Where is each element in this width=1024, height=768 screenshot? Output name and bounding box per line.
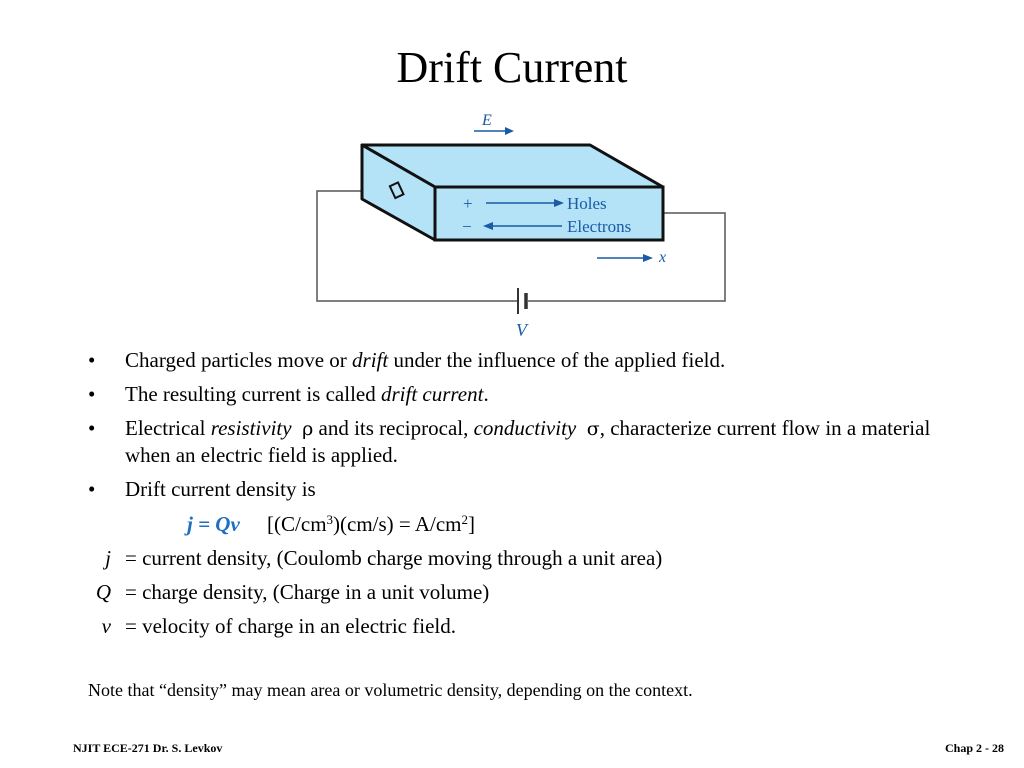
bullet-2-text: The resulting current is called drift cu… (125, 382, 489, 406)
bullet-marker: • (88, 477, 96, 501)
footer-course: NJIT ECE-271 Dr. S. Levkov (73, 741, 223, 755)
holes-label: Holes (567, 194, 607, 213)
holes-arrowhead-icon (554, 199, 564, 207)
bullet-1-text: Charged particles move or drift under th… (125, 348, 726, 372)
x-axis-label: x (658, 249, 666, 266)
circuit-wire-left (316, 190, 517, 302)
bar-front-face (433, 185, 665, 242)
electrons-arrowhead-icon (483, 222, 493, 230)
field-label: E (481, 112, 492, 129)
bullet-3-text: Electrical resistivity ρ and its recipro… (125, 416, 931, 467)
formula-units: [(C/cm3)(cm/s) = A/cm2] (267, 512, 476, 536)
minus-sign: − (462, 217, 472, 236)
definition-text: = charge density, (Charge in a unit volu… (125, 580, 490, 604)
bullet-marker: • (88, 382, 96, 406)
drift-current-formula: j = Qv [(C/cm3)(cm/s) = A/cm2] (187, 511, 475, 537)
plus-sign: + (463, 194, 473, 213)
bullet-marker: • (88, 348, 96, 372)
semiconductor-bar-figure: V E + Holes − Electrons x (316, 112, 726, 340)
definition-symbol: j (105, 546, 111, 570)
end-contact (388, 181, 405, 200)
bullet-marker: • (88, 416, 96, 440)
definition-text: = velocity of charge in an electric fiel… (125, 614, 456, 638)
footer-page-number: Chap 2 - 28 (944, 741, 1004, 755)
bullet-4-text: Drift current density is (125, 477, 316, 501)
definition-symbol: v (101, 614, 111, 638)
x-axis-arrowhead-icon (643, 254, 653, 262)
electrons-label: Electrons (567, 217, 631, 236)
definition-symbol: Q (95, 580, 111, 604)
formula-main: j = Qv (187, 512, 240, 536)
voltage-label: V (516, 320, 529, 340)
field-arrowhead-icon (505, 127, 514, 135)
slide-title: Drift Current (396, 43, 628, 92)
density-note: Note that “density” may mean area or vol… (88, 680, 693, 700)
circuit-wire-right (528, 212, 726, 302)
definition-text: = current density, (Coulomb charge movin… (125, 546, 663, 570)
